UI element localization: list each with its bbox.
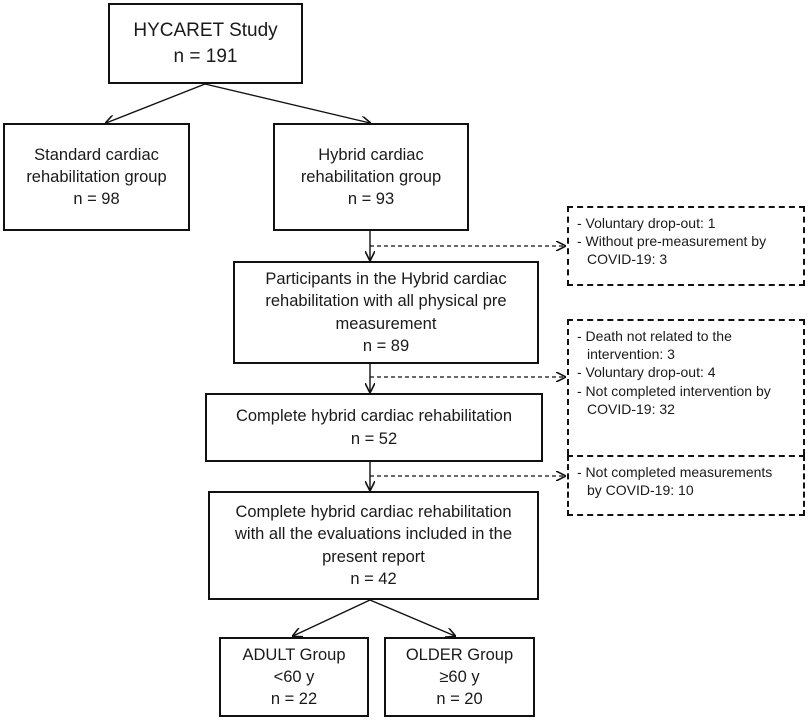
adult-group-line-1: ADULT Group	[242, 645, 346, 664]
adult-group-box: ADULT Group <60 y n = 22	[219, 637, 369, 717]
study-count: n = 191	[173, 45, 238, 67]
older-group-line-2: ≥60 y	[439, 667, 480, 686]
exclusions-1-line-2: - Without pre-measurement by	[577, 233, 767, 250]
older-group-line-1: OLDER Group	[405, 645, 514, 664]
standard-group-count: n = 98	[73, 190, 120, 209]
arrow-evaluations-to-adult	[293, 599, 371, 636]
study-box: HYCARET Study n = 191	[108, 3, 303, 84]
pre-measurement-line-1: Participants in the Hybrid cardiac	[265, 269, 507, 288]
hybrid-group-line-1: Hybrid cardiac	[318, 145, 424, 164]
pre-measurement-line-3: measurement	[335, 314, 437, 333]
standard-group-line-1: Standard cardiac	[34, 145, 159, 164]
complete-evaluations-line-1: Complete hybrid cardiac rehabilitation	[235, 502, 512, 521]
exclusions-note-1: - Voluntary drop-out: 1 - Without pre-me…	[567, 206, 805, 286]
exclusions-note-3: - Not completed measurements by COVID-19…	[567, 455, 805, 516]
complete-rehab-box: Complete hybrid cardiac rehabilitation n…	[205, 393, 543, 462]
standard-group-line-2: rehabilitation group	[26, 167, 167, 186]
complete-evaluations-count: n = 42	[350, 569, 397, 588]
exclusions-1-line-1: - Voluntary drop-out: 1	[577, 215, 716, 231]
pre-measurement-box: Participants in the Hybrid cardiac rehab…	[233, 261, 539, 364]
standard-group-box: Standard cardiac rehabilitation group n …	[3, 123, 190, 231]
pre-measurement-line-2: rehabilitation with all physical pre	[265, 292, 507, 311]
arrow-evaluations-to-older	[369, 599, 455, 636]
pre-measurement-count: n = 89	[362, 336, 410, 355]
arrow-study-to-hybrid	[204, 83, 370, 123]
adult-group-line-2: <60 y	[273, 667, 315, 686]
exclusions-3-line-1: - Not completed measurements	[577, 464, 773, 480]
arrow-study-to-standard	[106, 83, 206, 123]
older-group-box: OLDER Group ≥60 y n = 20	[384, 637, 535, 717]
complete-evaluations-line-2: with all the evaluations included in the	[234, 525, 512, 544]
adult-group-count: n = 22	[270, 690, 318, 709]
exclusions-1-line-3: COVID-19: 3	[587, 251, 668, 268]
exclusions-2-line-2: intervention: 3	[587, 346, 675, 363]
complete-evaluations-box: Complete hybrid cardiac rehabilitation w…	[208, 491, 539, 600]
complete-rehab-count: n = 52	[350, 429, 398, 448]
complete-rehab-line-1: Complete hybrid cardiac rehabilitation	[235, 407, 513, 426]
exclusions-3-line-2: by COVID-19: 10	[587, 482, 694, 499]
study-title: HYCARET Study	[133, 19, 278, 41]
older-group-count: n = 20	[436, 690, 483, 709]
hybrid-group-count: n = 93	[347, 190, 395, 209]
exclusions-2-line-4: - Not completed intervention by	[577, 382, 771, 399]
exclusions-2-line-3: - Voluntary drop-out: 4	[577, 364, 716, 381]
hybrid-group-line-2: rehabilitation group	[300, 167, 442, 186]
hybrid-group-box: Hybrid cardiac rehabilitation group n = …	[273, 123, 469, 231]
complete-evaluations-line-3: present report	[322, 547, 425, 566]
exclusions-note-2: - Death not related to the intervention:…	[567, 319, 805, 465]
exclusions-2-line-1: - Death not related to the	[577, 328, 732, 344]
exclusions-2-line-5: COVID-19: 32	[587, 400, 675, 417]
